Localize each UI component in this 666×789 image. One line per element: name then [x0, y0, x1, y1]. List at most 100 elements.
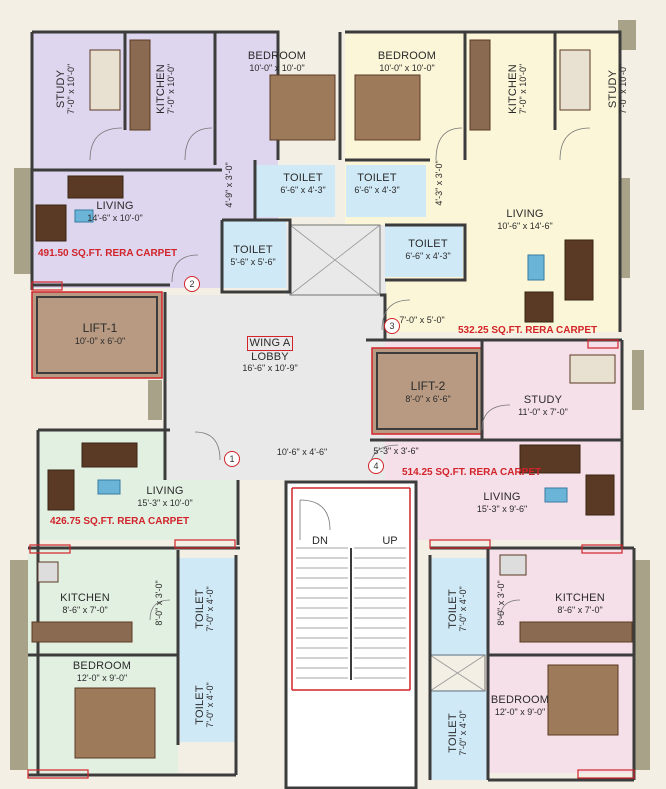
room-dimension: 7'-0" x 4'-0": [458, 586, 469, 632]
room-dimension: 6'-6" x 4'-3": [354, 184, 400, 195]
room-dimension: 14'-6" x 10'-0": [87, 212, 143, 223]
passage-bottomleft-kitchen: 8'-0" x 3'-0": [154, 580, 165, 626]
passage-topleft: 4'-9" x 3'-0": [224, 162, 235, 208]
room-dimension: 12'-0" x 9'-0": [494, 706, 546, 717]
room-dimension: 6'-6" x 4'-3": [405, 250, 451, 261]
room-kitchen-bottomleft: KITCHEN 8'-6" x 7'-0": [40, 592, 130, 615]
flat-number-badge: 3: [384, 318, 400, 334]
lift-dimension: 8'-0" x 6'-6": [405, 393, 451, 404]
room-toilet-c: TOILET 5'-6" x 5'-6": [220, 244, 286, 267]
room-toilet-g: TOILET 7'-0" x 4'-0": [447, 574, 469, 644]
room-dimension: 10'-6" x 14'-6": [497, 220, 553, 231]
room-toilet-f: TOILET 7'-0" x 4'-0": [194, 670, 216, 740]
corridor: 10'-6" x 4'-6": [276, 447, 328, 457]
flat-number-badge: 1: [224, 451, 240, 467]
room-name: LIVING: [146, 485, 184, 497]
room-dimension: 8'-6" x 7'-0": [557, 604, 603, 615]
room-dimension: 12'-0" x 9'-0": [76, 672, 128, 683]
flat-number-badge: 2: [184, 276, 200, 292]
room-name: TOILET: [283, 172, 323, 184]
room-name: TOILET: [233, 244, 273, 256]
room-living-topleft: LIVING 14'-6" x 10'-0": [65, 200, 165, 223]
room-bedroom-topright: BEDROOM 10'-0" x 10'-0": [362, 50, 452, 73]
room-dimension: 7'-0" x 10'-0": [66, 63, 77, 115]
room-dimension: 7'-0" x 10'-0": [618, 63, 629, 115]
room-living-bottomleft: LIVING 15'-3" x 10'-0": [115, 485, 215, 508]
room-dimension: 15'-3" x 10'-0": [137, 497, 193, 508]
room-toilet-a: TOILET 6'-6" x 4'-3": [263, 172, 343, 195]
room-bedroom-bottomright: BEDROOM 12'-0" x 9'-0": [470, 694, 570, 717]
room-dimension: 15'-3" x 9'-6": [476, 503, 528, 514]
room-dimension: 7'-0" x 4'-0": [458, 710, 469, 756]
room-bedroom-topleft: BEDROOM 10'-0" x 10'-0": [232, 50, 322, 73]
room-living-topright: LIVING 10'-6" x 14'-6": [475, 208, 575, 231]
passage-right: 7'-0" x 5'-0": [399, 315, 445, 325]
room-name: BEDROOM: [247, 50, 307, 62]
table-icon: [74, 209, 568, 503]
room-toilet-b: TOILET 6'-6" x 4'-3": [337, 172, 417, 195]
room-name: BEDROOM: [72, 660, 132, 672]
room-dimension: 10'-0" x 10'-0": [379, 62, 435, 73]
lift-2: LIFT-2 8'-0" x 6'-6": [378, 379, 478, 404]
room-kitchen-topleft: KITCHEN 7'-0" x 10'-0": [155, 49, 177, 129]
lobby-dimension: 16'-6" x 10'-9": [242, 363, 298, 374]
lift-name: LIFT-2: [410, 379, 446, 393]
room-dimension: 7'-0" x 10'-0": [166, 63, 177, 115]
lifts: [31, 291, 483, 435]
room-dimension: 10'-0" x 10'-0": [249, 62, 305, 73]
room-name: LIVING: [96, 200, 134, 212]
kitchen-counter-icon: [31, 39, 633, 643]
toilet-fills: [178, 165, 488, 780]
room-dimension: 8'-6" x 7'-0": [62, 604, 108, 615]
shafts: [289, 224, 486, 692]
rera-area-flat-2: 491.50 SQ.FT. RERA CARPET: [38, 248, 178, 259]
room-bedroom-bottomleft: BEDROOM 12'-0" x 9'-0": [52, 660, 152, 683]
passage-topright: 4'-3" x 3'-0": [434, 160, 445, 206]
furniture: [31, 39, 633, 759]
room-name: LIVING: [483, 491, 521, 503]
room-dimension: 7'-0" x 4'-0": [205, 586, 216, 632]
bed-icon: [74, 49, 619, 759]
room-name: BEDROOM: [490, 694, 550, 706]
red-outlines: [27, 281, 635, 779]
passage-bottomright-kitchen: 8'-0" x 3'-0": [496, 580, 507, 626]
room-dimension: 7'-0" x 4'-0": [205, 682, 216, 728]
room-name: TOILET: [408, 238, 448, 250]
room-name: BEDROOM: [377, 50, 437, 62]
staircase: [284, 480, 418, 789]
room-kitchen-topright: KITCHEN 7'-0" x 10'-0": [507, 49, 529, 129]
room-name: KITCHEN: [555, 592, 605, 604]
flat-number-badge: 4: [368, 458, 384, 474]
lift-1: LIFT-1 10'-0" x 6'-0": [50, 321, 150, 346]
room-living-bottomright: LIVING 15'-3" x 9'-6": [452, 491, 552, 514]
stair-up-label: UP: [382, 535, 398, 547]
doors: [89, 127, 591, 621]
room-toilet-e: TOILET 7'-0" x 4'-0": [194, 574, 216, 644]
room-study-topleft: STUDY 7'-0" x 10'-0": [55, 49, 77, 129]
room-kitchen-bottomright: KITCHEN 8'-6" x 7'-0": [535, 592, 625, 615]
walls: [28, 30, 636, 782]
lobby-name: LOBBY: [251, 350, 289, 363]
passage-bottomright: 5'-3" x 3'-6": [373, 446, 419, 456]
room-dimension: 6'-6" x 4'-3": [280, 184, 326, 195]
rera-area-flat-1: 426.75 SQ.FT. RERA CARPET: [50, 516, 190, 527]
rera-area-flat-3: 532.25 SQ.FT. RERA CARPET: [458, 325, 598, 336]
stair-down-label: DN: [312, 535, 328, 547]
lift-name: LIFT-1: [82, 321, 118, 335]
lobby: WING A LOBBY 16'-6" x 10'-9": [225, 336, 315, 374]
rera-area-flat-4: 514.25 SQ.FT. RERA CARPET: [402, 467, 542, 478]
room-name: KITCHEN: [60, 592, 110, 604]
wing-label: WING A: [246, 336, 294, 351]
room-name: TOILET: [357, 172, 397, 184]
room-study-bottomright: STUDY 11'-0" x 7'-0": [498, 394, 588, 417]
room-dimension: 11'-0" x 7'-0": [518, 406, 568, 417]
room-name: STUDY: [523, 394, 563, 406]
room-study-topright: STUDY 7'-0" x 10'-0": [607, 49, 629, 129]
sofa-icon: [35, 175, 615, 516]
room-toilet-d: TOILET 6'-6" x 4'-3": [388, 238, 468, 261]
room-dimension: 5'-6" x 5'-6": [230, 256, 276, 267]
room-dimension: 7'-0" x 10'-0": [518, 63, 529, 115]
room-toilet-h: TOILET 7'-0" x 4'-0": [447, 698, 469, 768]
lift-dimension: 10'-0" x 6'-0": [74, 335, 126, 346]
